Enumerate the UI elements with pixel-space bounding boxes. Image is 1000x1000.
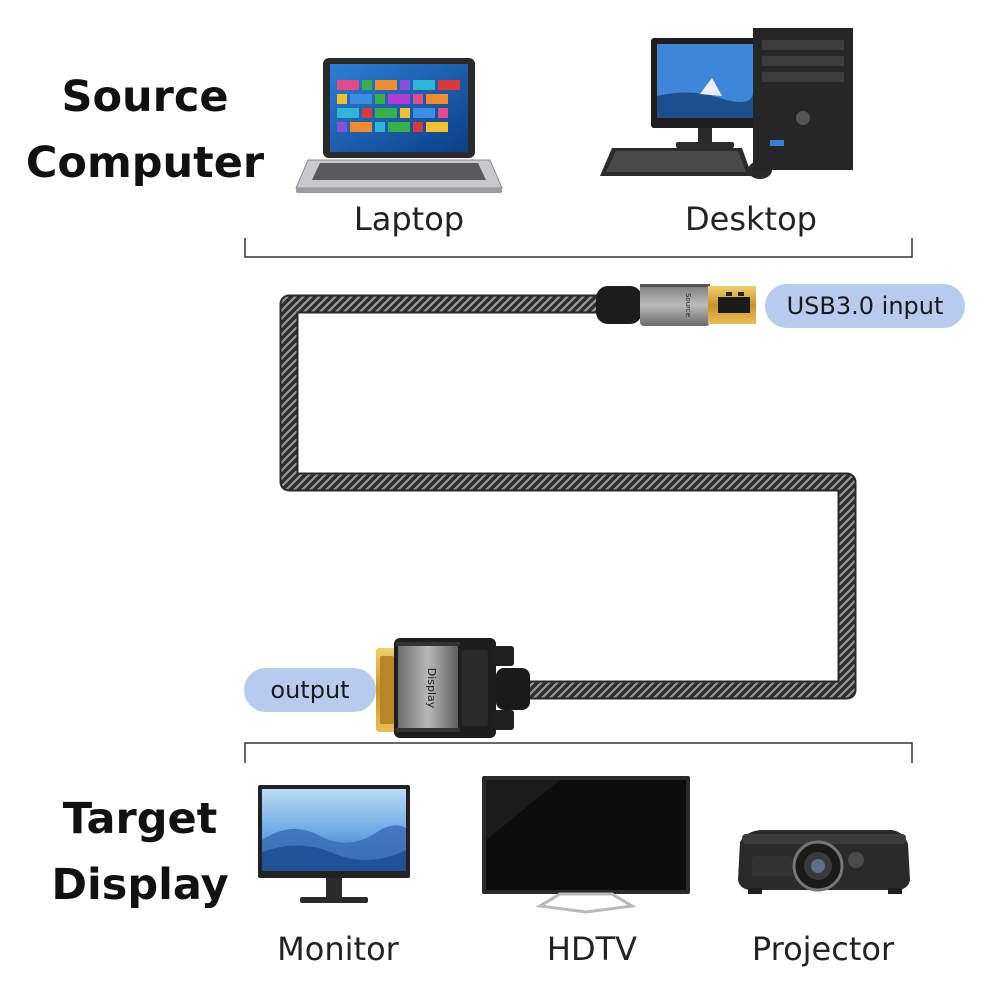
- device-label-projector: Projector: [751, 930, 895, 968]
- device-label-laptop: Laptop: [353, 200, 465, 238]
- target-bracket: [244, 742, 913, 763]
- source-computer-heading: Source Computer: [20, 64, 270, 196]
- device-label-hdtv: HDTV: [546, 930, 638, 968]
- source-bracket: [244, 238, 913, 258]
- target-heading-line2: Display: [51, 860, 229, 910]
- source-heading-line2: Computer: [25, 138, 265, 188]
- monitor-icon: [258, 785, 410, 903]
- usb-input-label: USB3.0 input: [765, 284, 965, 328]
- hdtv-icon: [482, 776, 690, 914]
- target-display-heading: Target Display: [20, 786, 260, 918]
- desktop-computer-icon: [600, 28, 853, 179]
- device-label-desktop: Desktop: [685, 200, 817, 238]
- projector-icon: [738, 830, 910, 894]
- output-label: output: [244, 668, 376, 712]
- laptop-icon: [295, 58, 503, 193]
- vga-plug-text: Display: [425, 668, 438, 709]
- source-heading-line1: Source: [61, 72, 229, 122]
- usb-plug: Source: [596, 284, 756, 326]
- device-label-monitor: Monitor: [277, 930, 399, 968]
- target-heading-line1: Target: [62, 794, 218, 844]
- braided-cable: [279, 294, 857, 700]
- usb-plug-text: Source: [684, 293, 692, 317]
- vga-plug: Display: [376, 638, 530, 738]
